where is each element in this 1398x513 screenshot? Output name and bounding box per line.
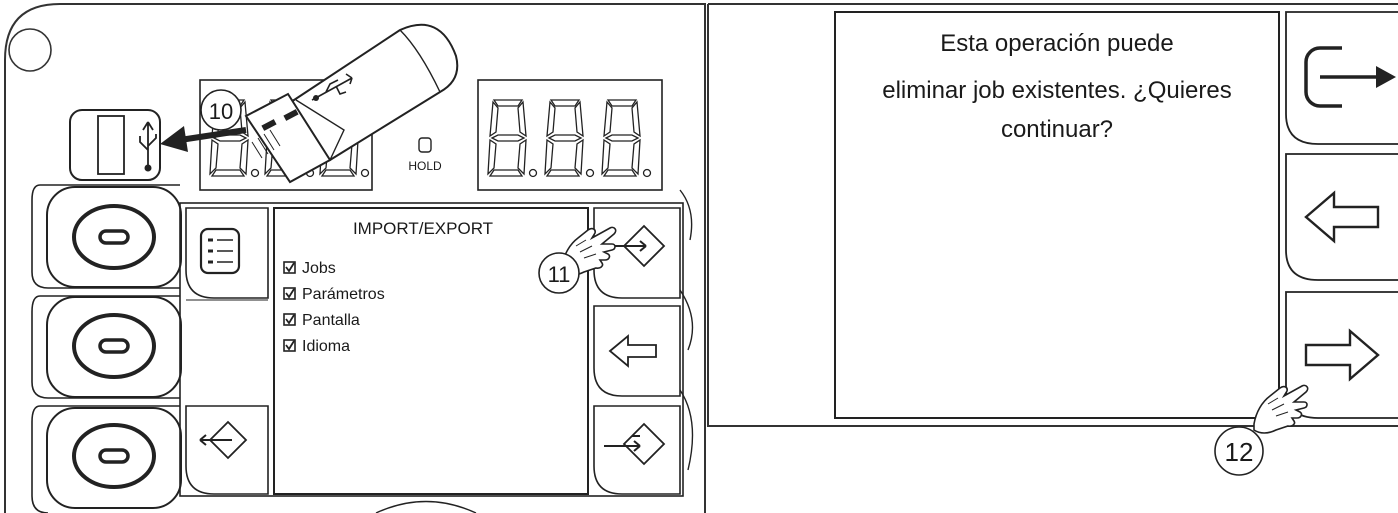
option-label: Idioma — [302, 338, 350, 355]
confirm-panel: Esta operación puede eliminar job existe… — [708, 4, 1398, 475]
soft-key-2[interactable] — [47, 297, 181, 397]
confirm-screen — [835, 12, 1279, 418]
message-line-2: eliminar job existentes. ¿Quieres — [882, 77, 1231, 104]
step-10-marker: 10 — [201, 90, 241, 130]
soft-key-1[interactable] — [47, 187, 181, 287]
screen-title: IMPORT/EXPORT — [353, 219, 493, 238]
back-button[interactable] — [594, 306, 680, 396]
lower-knob-outline — [376, 502, 476, 513]
next-button[interactable] — [1286, 292, 1398, 418]
export-left-button[interactable] — [186, 406, 268, 494]
display-right — [478, 80, 662, 190]
step-11-label: 11 — [548, 262, 571, 287]
message-line-1: Esta operación puede — [940, 30, 1174, 57]
option-label: Parámetros — [302, 286, 385, 303]
insert-arrowhead — [160, 126, 188, 152]
exit-button[interactable] — [1286, 12, 1398, 144]
step-12-marker: 12 — [1215, 427, 1263, 475]
soft-key-3[interactable] — [47, 408, 181, 508]
mounting-hole — [9, 29, 51, 71]
right-key-edge — [680, 190, 693, 470]
hold-indicator: HOLD — [408, 138, 442, 173]
option-label: Jobs — [302, 260, 336, 277]
import-button[interactable] — [594, 406, 680, 494]
step-10-label: 10 — [209, 99, 233, 124]
step-12-label: 12 — [1225, 437, 1254, 467]
usb-port-icon — [70, 110, 160, 180]
option-label: Pantalla — [302, 312, 360, 329]
controller-panel: HOLD 10 — [5, 4, 705, 513]
hold-label: HOLD — [408, 159, 442, 173]
message-line-3: continuar? — [1001, 116, 1113, 143]
menu-button[interactable] — [186, 208, 268, 298]
step-11-marker: 11 — [539, 253, 579, 293]
back-button[interactable] — [1286, 154, 1398, 280]
